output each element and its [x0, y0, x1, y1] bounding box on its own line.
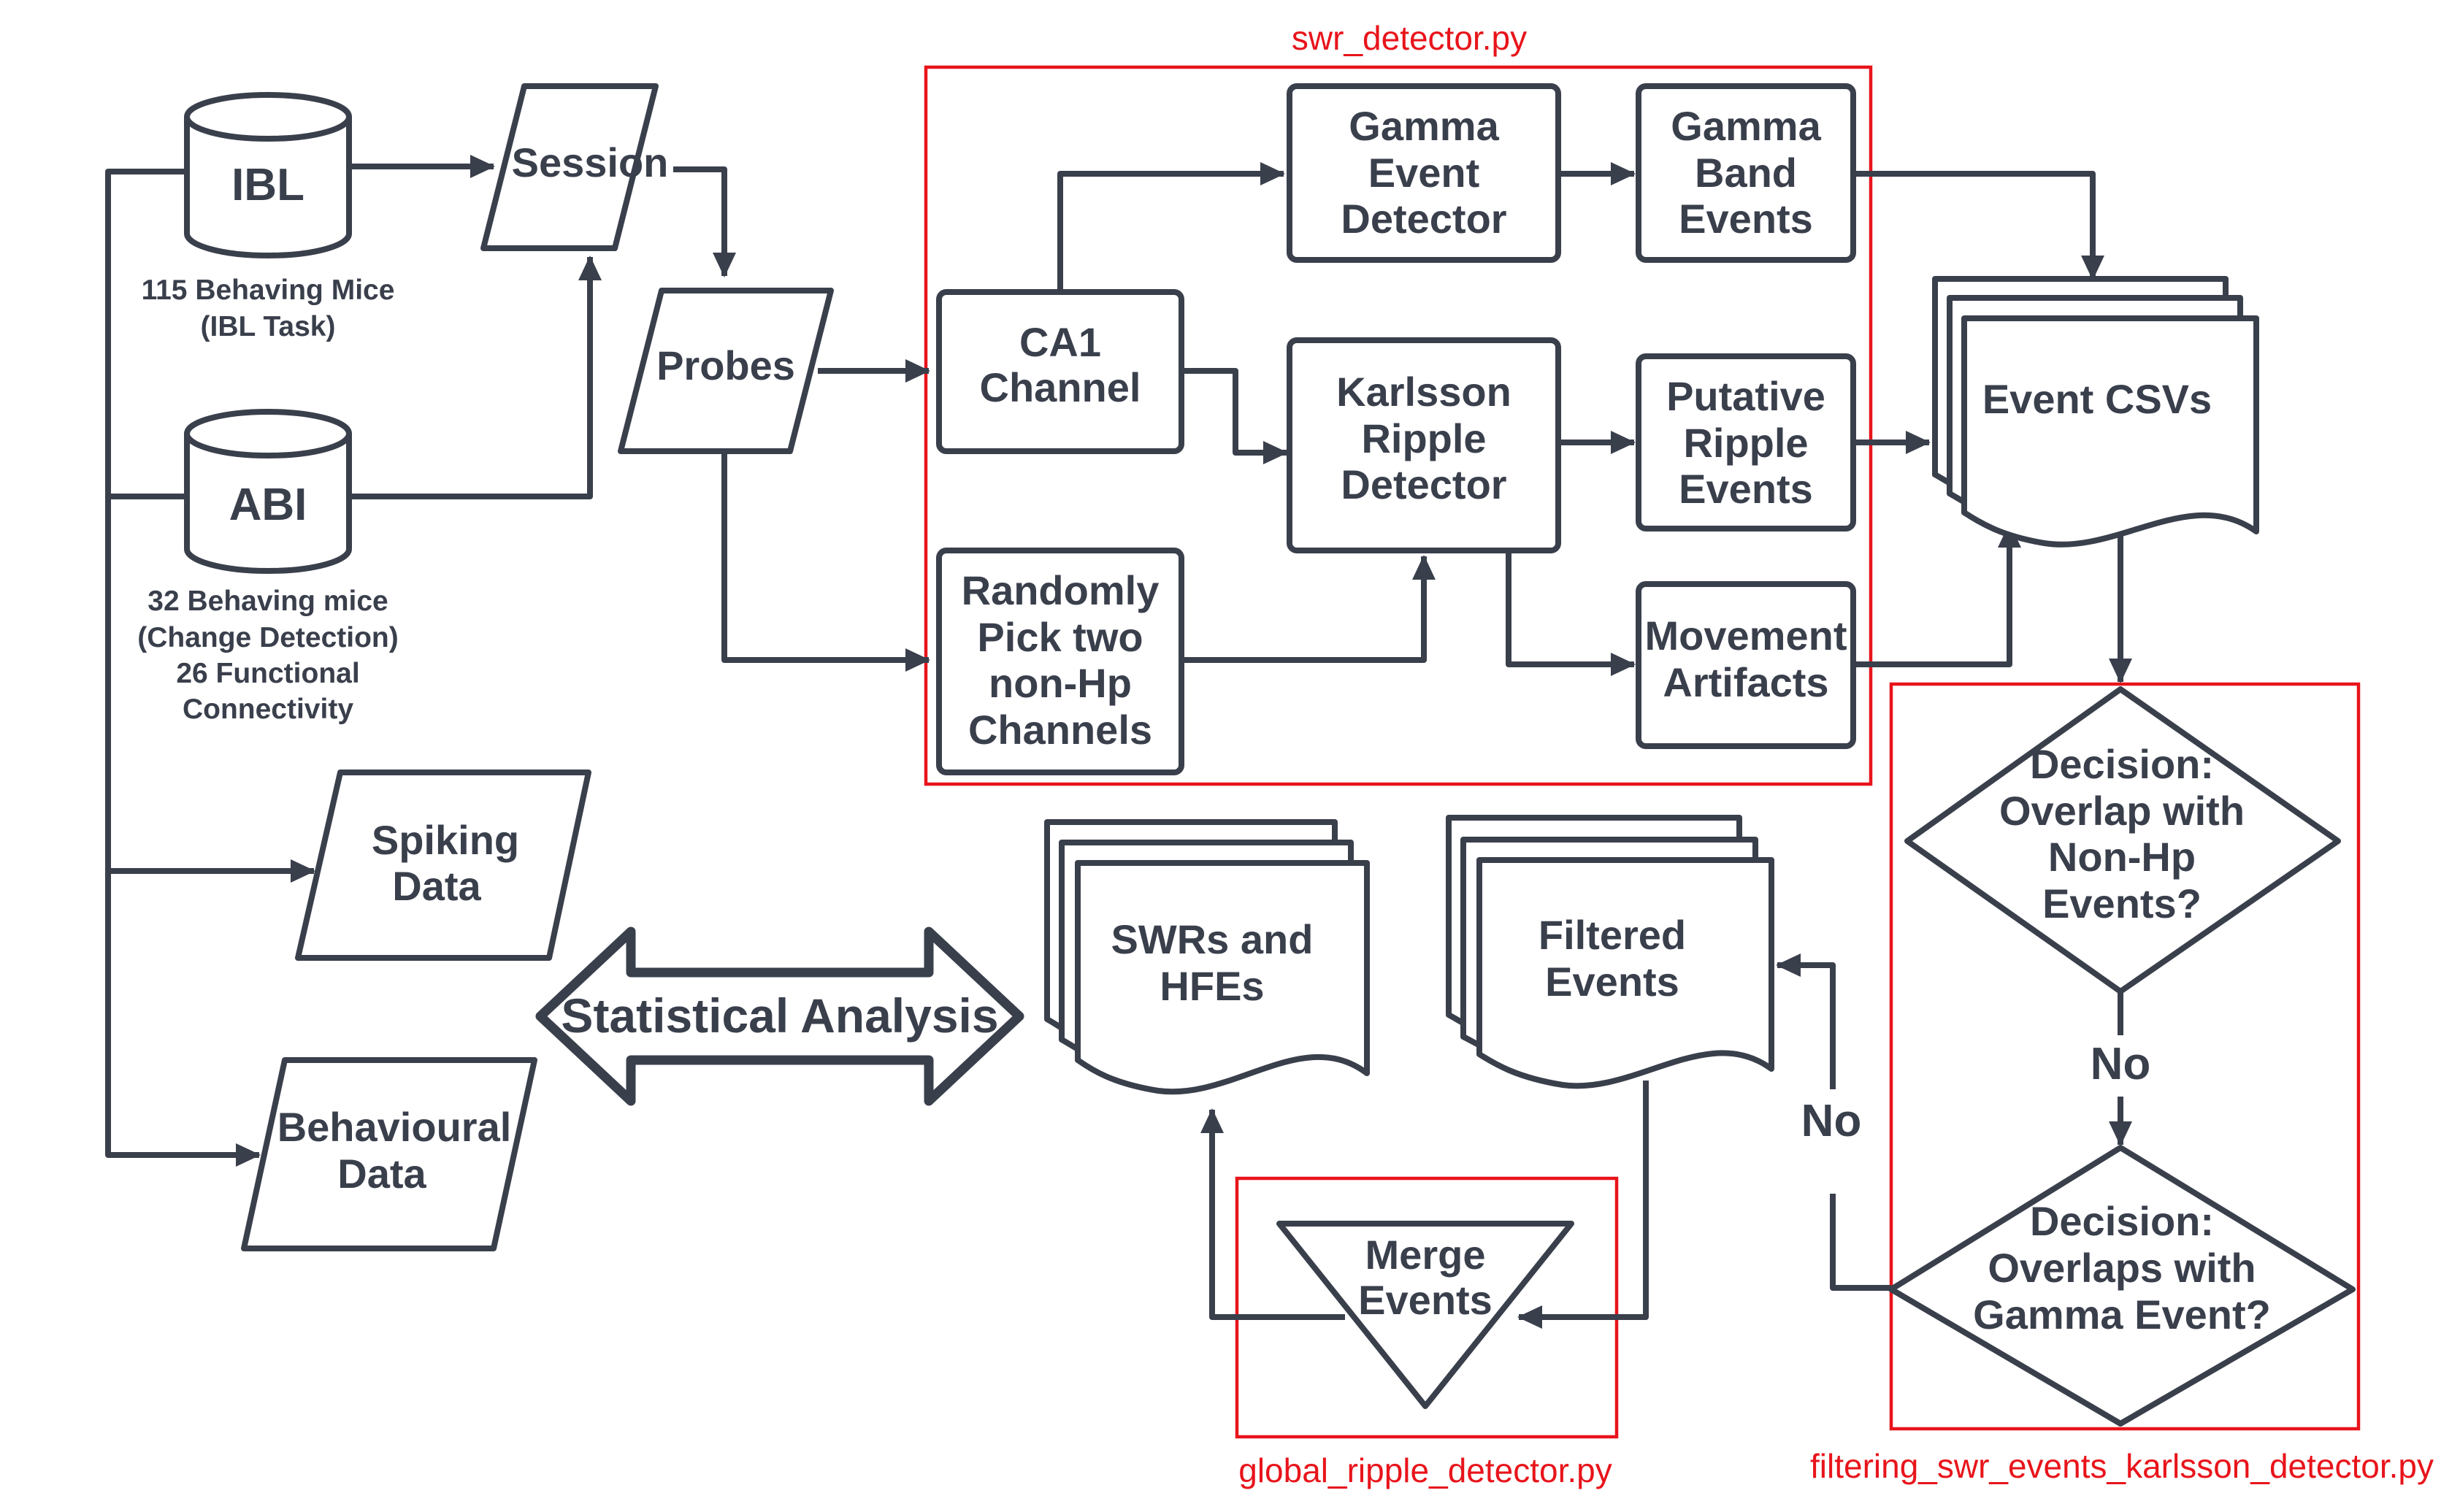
gamma-band-label-2: Band [1695, 150, 1797, 196]
swrs-label-1: SWRs and [1111, 916, 1314, 962]
ca1-label-2: Channel [980, 364, 1141, 410]
decision1-label-1: Decision: [2030, 741, 2214, 787]
swrs-hfes-node: SWRs and HFEs [1044, 819, 1370, 1095]
no-label-left: No [1801, 1096, 1862, 1146]
karlsson-label-1: Karlsson [1336, 369, 1511, 415]
abi-caption-1: 32 Behaving mice [147, 586, 388, 617]
putative-label-3: Events [1679, 466, 1813, 512]
gamma-detector-node: Gamma Event Detector [1287, 83, 1561, 263]
decision1-label-2: Overlap with [1999, 788, 2245, 834]
decision1-label-3: Non-Hp [2048, 834, 2196, 880]
ca1-label-1: CA1 [1019, 319, 1101, 365]
global-ripple-detector-box [1235, 1176, 1619, 1439]
abi-database: ABI [184, 409, 352, 574]
karlsson-detector-node: Karlsson Ripple Detector [1287, 337, 1561, 553]
swr-detector-label: swr_detector.py [1292, 19, 1527, 57]
probes-to-random [721, 453, 930, 672]
abi-label: ABI [229, 480, 307, 530]
ibl-caption-2: (IBL Task) [201, 311, 336, 342]
behavioural-data-node: Behavioural Data [241, 1057, 537, 1251]
decision2-label-2: Overlaps with [1988, 1245, 2256, 1291]
putative-label-2: Ripple [1683, 420, 1808, 466]
merge-to-swrs [1200, 1108, 1345, 1320]
filtered-label-1: Filtered [1539, 912, 1686, 958]
probes-node: Probes [618, 288, 834, 454]
karlsson-to-movement [1506, 550, 1636, 676]
putative-ripple-events-node: Putative Ripple Events [1636, 353, 1856, 531]
merge-label-2: Events [1358, 1277, 1493, 1323]
gamma-band-events-node: Gamma Band Events [1636, 83, 1856, 263]
decision2-to-filtered-arrow [1776, 953, 1836, 1089]
filtered-events-node: Filtered Events [1446, 815, 1774, 1089]
decision-gamma-node: Decision: Overlaps with Gamma Event? [1888, 1145, 2356, 1427]
behavioural-label-1: Behavioural [277, 1104, 512, 1150]
abi-caption-3: 26 Functional [176, 658, 359, 689]
left-bus-line [105, 169, 261, 1167]
no-label-vertical: No [2091, 1039, 2151, 1089]
decision2-label-3: Gamma Event? [1973, 1292, 2271, 1338]
random-to-karlsson [1181, 555, 1436, 663]
filtering-box [1889, 682, 2361, 1431]
abi-caption-4: Connectivity [183, 694, 353, 725]
decision1-label-4: Events? [2042, 880, 2202, 926]
ca1-channel-node: CA1 Channel [936, 289, 1184, 454]
decision-nonhp-node: Decision: Overlap with Non-Hp Events? [1904, 686, 2341, 994]
gamma-band-label-1: Gamma [1671, 103, 1821, 149]
ibl-label: IBL [231, 160, 304, 210]
random-label-2: Pick two [977, 614, 1143, 660]
gamma-detector-label-3: Detector [1341, 196, 1506, 242]
movement-to-csvs [1853, 523, 2021, 667]
abi-to-session [349, 256, 602, 499]
behavioural-label-2: Data [337, 1151, 426, 1197]
global-ripple-detector-label: global_ripple_detector.py [1238, 1451, 1612, 1489]
swr-detector-box [924, 65, 1873, 786]
session-to-probes [673, 166, 736, 277]
gamma-band-label-3: Events [1679, 196, 1813, 242]
probes-label: Probes [656, 342, 795, 388]
session-label: Session [512, 139, 669, 185]
decision2-label-1: Decision: [2030, 1198, 2214, 1244]
karlsson-label-3: Detector [1341, 461, 1506, 507]
event-csvs-node: Event CSVs [1932, 276, 2259, 548]
spiking-data-node: Spiking Data [295, 770, 591, 961]
abi-caption-2: (Change Detection) [137, 622, 399, 653]
ca1-to-karlsson [1181, 368, 1288, 464]
decision2-to-filtered [1830, 1194, 1891, 1291]
spiking-label-1: Spiking [372, 817, 519, 863]
random-label-3: non-Hp [989, 660, 1132, 706]
movement-label-2: Artifacts [1663, 659, 1828, 705]
session-node: Session [480, 83, 669, 251]
filtering-label: filtering_swr_events_karlsson_detector.p… [1810, 1447, 2434, 1485]
gamma-band-to-csvs [1853, 171, 2104, 280]
movement-label-1: Movement [1645, 613, 1847, 659]
swrs-label-2: HFEs [1160, 963, 1264, 1009]
random-pick-node: Randomly Pick two non-Hp Channels [936, 548, 1184, 775]
random-label-4: Channels [968, 707, 1152, 753]
gamma-detector-label-2: Event [1368, 150, 1480, 196]
merge-events-node: Merge Events [1276, 1221, 1574, 1409]
statistical-analysis-arrow: Statistical Analysis [535, 926, 1024, 1106]
filtered-label-2: Events [1545, 959, 1679, 1005]
spiking-label-2: Data [392, 863, 481, 909]
ibl-database: IBL [184, 92, 352, 258]
random-label-1: Randomly [962, 567, 1160, 613]
putative-label-1: Putative [1666, 373, 1825, 419]
event-csvs-label: Event CSVs [1982, 376, 2212, 422]
ca1-to-gamma-detector [1057, 162, 1285, 291]
filtered-to-merge [1517, 1081, 1649, 1329]
statistical-analysis-label: Statistical Analysis [561, 989, 998, 1043]
merge-label-1: Merge [1365, 1232, 1486, 1278]
movement-artifacts-node: Movement Artifacts [1636, 581, 1856, 749]
ibl-caption-1: 115 Behaving Mice [142, 275, 395, 306]
karlsson-label-2: Ripple [1361, 415, 1486, 461]
gamma-detector-label-1: Gamma [1349, 103, 1499, 149]
